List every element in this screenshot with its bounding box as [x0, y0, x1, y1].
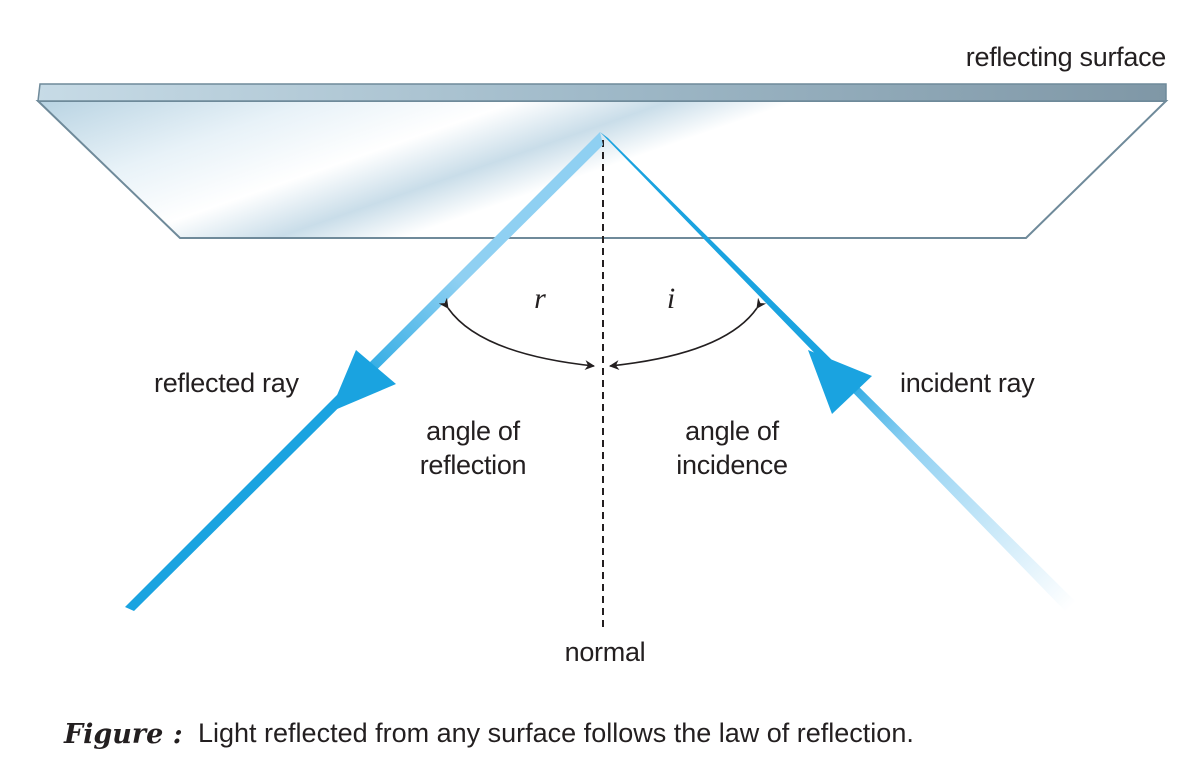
incident-ray-arrowhead	[808, 350, 872, 414]
surface-label: reflecting surface	[966, 42, 1166, 72]
caption-text: Light reflected from any surface follows…	[198, 718, 914, 748]
figure-caption: Figure : Light reflected from any surfac…	[63, 718, 914, 750]
angle-of-incidence-label-line2: incidence	[676, 450, 787, 480]
caption-key: Figure :	[63, 719, 183, 750]
angle-r-label: r	[534, 282, 546, 315]
angle-of-incidence-label-line1: angle of	[685, 416, 779, 446]
angle-of-reflection-label-line2: reflection	[420, 450, 527, 480]
angle-of-incidence-arc	[609, 297, 767, 371]
angle-i-label: i	[667, 282, 675, 315]
reflected-ray	[125, 132, 603, 611]
surface-top-edge	[37, 83, 1167, 102]
angle-of-reflection-label-line1: angle of	[426, 416, 520, 446]
incident-ray-label: incident ray	[900, 368, 1035, 398]
reflected-ray-arrowhead	[330, 350, 396, 412]
angle-of-reflection-arc	[438, 297, 595, 371]
reflected-ray-label: reflected ray	[154, 368, 299, 398]
normal-label: normal	[565, 637, 646, 667]
incident-ray	[600, 132, 1078, 612]
